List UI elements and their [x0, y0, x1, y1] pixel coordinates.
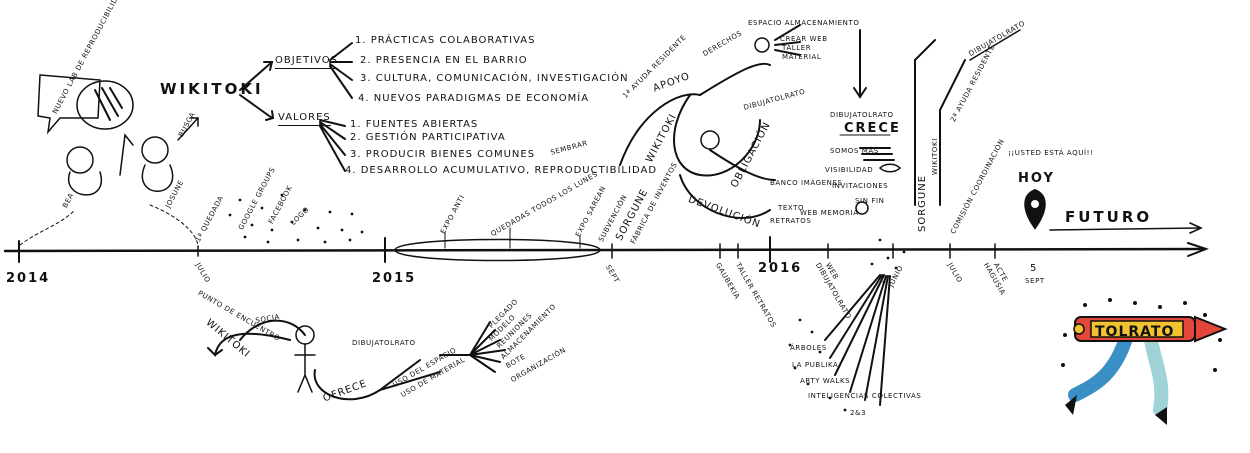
objetivos-label: OBJETIVOS: [275, 56, 338, 69]
relacion-crear-web: CREAR WEB: [780, 35, 828, 43]
logo-graphic: [1061, 298, 1228, 425]
tolrato-logo: TOLRATO: [1055, 295, 1235, 435]
year-2016: 2016: [758, 261, 803, 276]
relacion-banco: BANCO IMÁGENES: [770, 179, 843, 187]
valor-4: 4. DESARROLLO ACUMULATIVO, REPRODUCTIBIL…: [345, 165, 658, 176]
relacion-web-memoria: WEB MEMORIA: [800, 209, 859, 217]
crece-label: CRECE: [844, 121, 901, 136]
today-date: 5: [1030, 263, 1038, 274]
relacion-material: MATERIAL: [782, 53, 822, 61]
today-label: HOY: [1018, 171, 1055, 186]
junio-item-inteligencias: INTELIGENCIAS COLECTIVAS: [808, 392, 922, 400]
relacion-texto: TEXTO: [778, 204, 805, 212]
junio-item-arboles: ÁRBOLES: [790, 344, 827, 352]
objetivo-4: 4. NUEVOS PARADIGMAS DE ECONOMÍA: [358, 93, 590, 104]
objetivo-2: 2. PRESENCIA EN EL BARRIO: [360, 55, 528, 66]
today-month: SEPT: [1025, 277, 1045, 285]
valor-3: 3. PRODUCIR BIENES COMUNES: [350, 149, 536, 160]
relacion-espacio: ESPACIO ALMACENAMIENTO: [748, 19, 860, 27]
valores-label: VALORES: [278, 113, 331, 126]
junio-item-arty-walks: ARTY WALKS: [800, 377, 851, 385]
logo-text: TOLRATO: [1095, 324, 1175, 340]
future-label: FUTURO: [1065, 208, 1153, 226]
junio-item-la-publika: LA PUBLIKA: [792, 361, 839, 369]
objetivo-3: 3. CULTURA, COMUNICACIÓN, INVESTIGACIÓN: [360, 73, 629, 84]
valor-1: 1. FUENTES ABIERTAS: [350, 119, 479, 130]
relacion-retratos: RETRATOS: [770, 217, 812, 225]
dotted-clouds: [228, 193, 906, 412]
crece-visibilidad: VISIBILIDAD: [825, 166, 874, 174]
wikitoki-title: WIKITOKI: [160, 80, 264, 98]
ofrece-dibujatolrato: DIBUJATOLRATO: [352, 339, 416, 347]
crece-dibujatolrato: DIBUJATOLRATO: [830, 111, 894, 119]
event-sorgune-2016: SORGUNE: [917, 174, 928, 232]
crece-somos: SOMOS MÁS: [830, 147, 879, 155]
valor-2: 2. GESTIÓN PARTICIPATIVA: [350, 132, 506, 143]
today-note: ¡¡USTED ESTÁ AQUÍ!!: [1008, 149, 1094, 157]
crece-sin-fin: SIN FIN: [855, 197, 885, 205]
year-2014: 2014: [6, 271, 51, 286]
objetivo-1: 1. PRÁCTICAS COLABORATIVAS: [355, 35, 536, 46]
relacion-taller: TALLER: [782, 44, 812, 52]
event-wikitoki-2016: WIKITOKI: [931, 138, 939, 175]
year-2015: 2015: [372, 271, 417, 286]
junio-item-2y3: 2&3: [850, 409, 867, 417]
crece-invitaciones: INVITACIONES: [832, 182, 889, 190]
